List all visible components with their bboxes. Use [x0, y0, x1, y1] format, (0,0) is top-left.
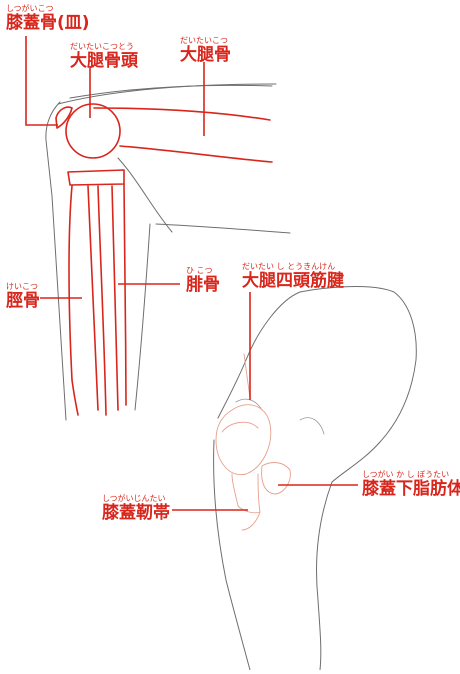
label-quadriceps-tendon: だいたい し とうきんけん 大腿四頭筋腱 — [242, 262, 344, 291]
shin-contour-left — [213, 439, 251, 671]
femoral-condyle — [65, 103, 121, 159]
label-fat-pad-name: 膝蓋下脂肪体 — [362, 479, 460, 499]
label-patellar-ligament: しつがいじんたい 膝蓋靭帯 — [102, 494, 170, 523]
femur-shaft-top — [93, 107, 271, 121]
thigh-contour — [299, 286, 417, 483]
side-view-leg — [25, 36, 291, 421]
label-fibula-reading: ひ こつ — [186, 266, 213, 275]
label-fibula-name: 腓骨 — [186, 275, 220, 295]
patella-front — [215, 404, 272, 475]
label-femur: だいたいこつ 大腿骨 — [180, 36, 231, 65]
label-tibia-name: 脛骨 — [6, 291, 40, 311]
leader-patella — [25, 36, 58, 126]
patellar-ligament-left — [231, 473, 239, 507]
label-tibia: けいこつ 脛骨 — [6, 282, 40, 311]
label-fat-pad-reading: しつがい か し ぼうたい — [362, 470, 450, 479]
shin-front-outline — [51, 195, 67, 421]
label-fibula: ひ こつ 腓骨 — [186, 266, 220, 295]
tibial-plateau — [67, 169, 125, 186]
label-quadriceps-tendon-reading: だいたい し とうきんけん — [242, 262, 336, 271]
femur-shaft-bottom — [119, 145, 273, 163]
label-femoral-head-reading: だいたいこつとう — [70, 42, 134, 51]
calf-lower-outline — [134, 223, 151, 411]
label-patellar-ligament-reading: しつがいじんたい — [102, 494, 166, 503]
patellar-ligament-right — [257, 473, 261, 513]
tibia-front — [68, 185, 79, 416]
label-femoral-head-name: 大腿骨頭 — [70, 51, 138, 71]
knee-front-outline — [45, 101, 61, 197]
label-femur-name: 大腿骨 — [180, 45, 231, 65]
label-patella-reading: しつがいこつ — [6, 4, 54, 13]
label-femoral-head: だいたいこつとう 大腿骨頭 — [70, 42, 138, 71]
label-patellar-ligament-name: 膝蓋靭帯 — [102, 503, 170, 523]
thigh-top-outline — [57, 83, 277, 105]
label-femur-reading: だいたいこつ — [180, 36, 228, 45]
front-view-knee — [172, 286, 417, 671]
thigh-contour-inner — [217, 291, 301, 419]
label-quadriceps-tendon-name: 大腿四頭筋腱 — [242, 271, 344, 291]
patella-shading — [221, 421, 259, 433]
tibia-back — [87, 185, 99, 411]
tendon-strand — [243, 353, 251, 399]
shin-contour-right — [316, 481, 333, 671]
label-infrapatellar-fat-pad: しつがい か し ぼうたい 膝蓋下脂肪体 — [362, 470, 460, 499]
calf-outline — [155, 223, 291, 234]
fibula-back — [123, 183, 127, 406]
patella-bone — [55, 106, 73, 129]
label-tibia-reading: けいこつ — [6, 282, 38, 291]
label-patella-name: 膝蓋骨(皿) — [6, 13, 90, 33]
calf-back-outline — [117, 157, 173, 233]
knee-crease-2 — [299, 417, 325, 435]
label-patella: しつがいこつ 膝蓋骨(皿) — [6, 4, 90, 33]
fibula-front — [111, 185, 119, 411]
tibia-inner-1 — [97, 185, 107, 416]
thigh-top-outline-2 — [69, 84, 273, 99]
fat-pad — [261, 462, 291, 495]
